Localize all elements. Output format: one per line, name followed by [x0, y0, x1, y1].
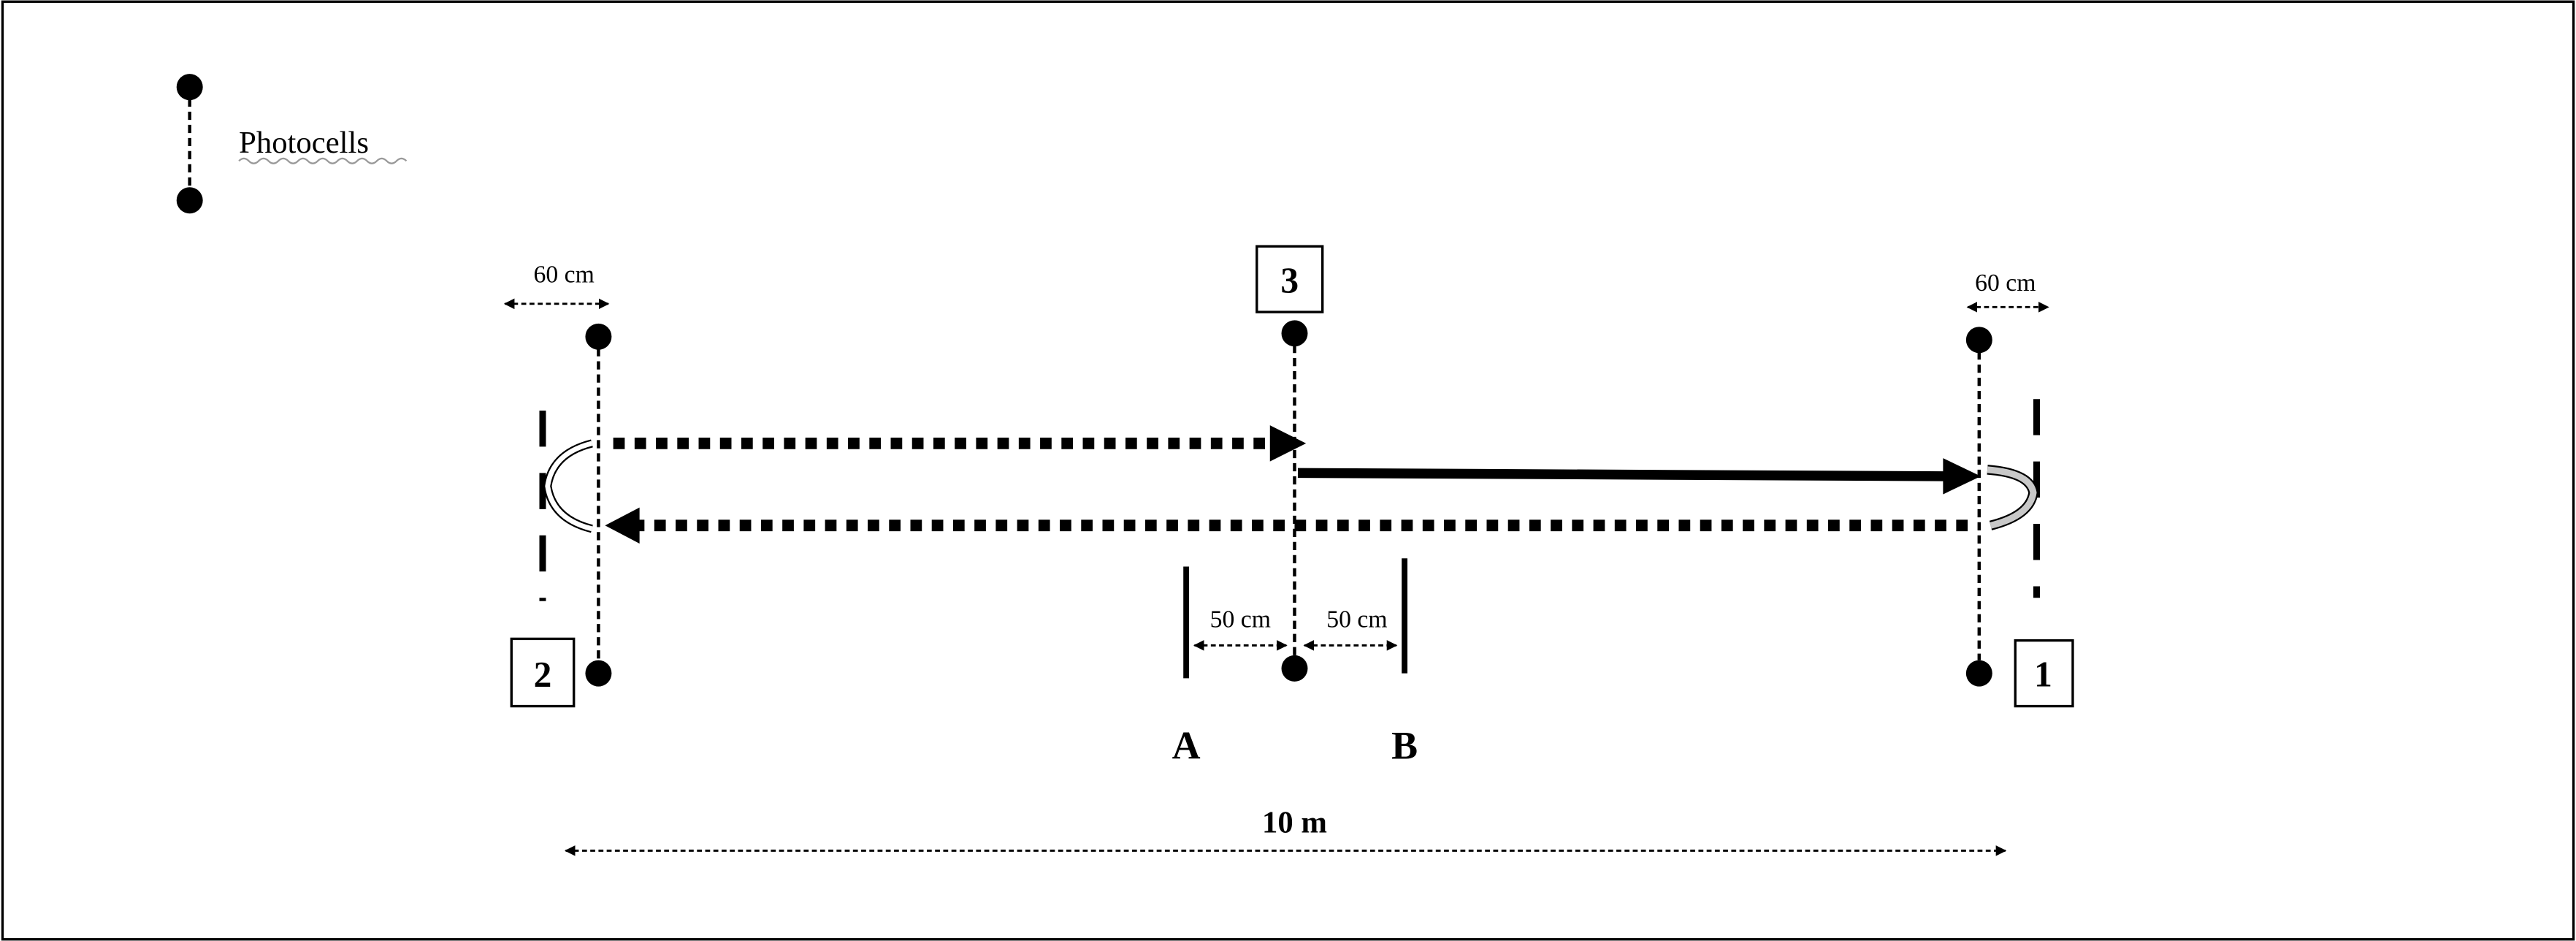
left-offset-label: 60 cm — [534, 262, 595, 289]
gate-2-label: 2 — [534, 655, 552, 695]
legend-photocell-dot-top — [176, 74, 203, 101]
legend-label: Photocells — [239, 126, 369, 160]
b-offset-label: 50 cm — [1326, 606, 1387, 633]
legend: Photocells — [176, 74, 408, 214]
run-arrow-2-to-3 — [613, 425, 1307, 462]
run-arrow-3-to-1 — [1297, 458, 1981, 495]
right-offset-label: 60 cm — [1975, 270, 2036, 297]
gate-3-photocells — [1281, 320, 1308, 682]
marker-a-label: A — [1172, 723, 1201, 767]
run-arrow-1-to-2 — [605, 507, 1968, 544]
legend-photocell-dot-bottom — [176, 187, 203, 214]
gate-2-photocells — [585, 323, 612, 687]
gate-1-photocells — [1965, 327, 1992, 687]
marker-b-label: B — [1391, 723, 1418, 767]
gate-1-label: 1 — [2034, 655, 2052, 695]
gate-3-label: 3 — [1280, 260, 1299, 300]
a-offset-label: 50 cm — [1210, 606, 1271, 633]
total-distance-label: 10 m — [1262, 806, 1327, 840]
